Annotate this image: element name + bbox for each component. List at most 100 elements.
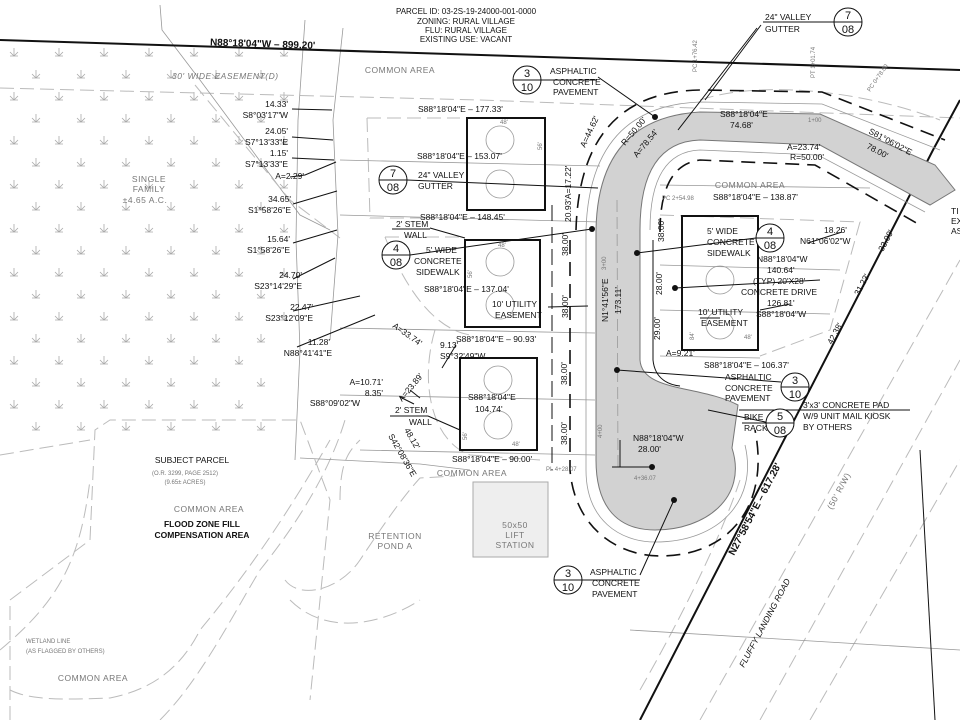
drawing-label: S88°18'04"E – 148.45' xyxy=(420,212,505,222)
drawing-label: SIDEWALK xyxy=(416,267,460,277)
drawing-label: 10 xyxy=(521,82,533,94)
wetland-symbol xyxy=(31,70,41,79)
wetland-symbol xyxy=(166,70,176,79)
wetland-symbol xyxy=(31,290,41,299)
drawing-line xyxy=(366,117,465,219)
leader-dots xyxy=(589,114,678,503)
drawing-line xyxy=(9,439,331,700)
drawing-line: 310 xyxy=(553,565,640,595)
drawing-label: 104.74' xyxy=(475,404,503,414)
drawing-label: WALL xyxy=(409,417,432,427)
drawing-label: BIKE xyxy=(744,412,764,422)
wetland-symbol xyxy=(211,70,221,79)
mail-kiosk-note: 3'x3' CONCRETE PAD xyxy=(803,400,889,410)
drawing-label: A=44.62' xyxy=(578,114,601,149)
drawing-label: CONCRETE xyxy=(707,237,755,247)
wetland-symbol xyxy=(279,224,289,233)
wetland-symbol xyxy=(31,114,41,123)
drawing-label: PAVEMENT xyxy=(725,393,771,403)
drawing-line xyxy=(671,497,677,503)
wetland-symbol xyxy=(279,312,289,321)
wetland-symbol xyxy=(9,312,19,321)
drawing-label: 18.26' xyxy=(824,225,847,235)
wetland-symbol xyxy=(211,334,221,343)
drawing-label: GUTTER xyxy=(765,24,800,34)
wetland-symbol xyxy=(31,202,41,211)
lot-1 xyxy=(466,117,546,211)
stem-wall-note: 2' STEM xyxy=(396,219,428,229)
flu: FLU: RURAL VILLAGE xyxy=(425,26,507,35)
wetland-symbol xyxy=(76,158,86,167)
drawing-label: S23°14'29"E xyxy=(254,281,302,291)
wetland-symbol xyxy=(121,114,131,123)
wetland-symbol xyxy=(121,378,131,387)
drawing-label: 28.00' xyxy=(654,272,664,295)
drawing-label: 56' xyxy=(463,432,469,440)
drawing-label: 15.64' xyxy=(267,234,290,244)
drawing-label: 08 xyxy=(842,24,854,36)
drawing-label: EASEMENT xyxy=(701,318,748,328)
wetland-symbol xyxy=(121,158,131,167)
drawing-label: 08 xyxy=(390,257,402,269)
drawing-label: ±4.65 A.C. xyxy=(123,195,168,205)
drawing-label: EASEMENT xyxy=(495,310,542,320)
drawing-label: 5' WIDE xyxy=(707,226,738,236)
drawing-label: 10 xyxy=(789,389,801,401)
wetland-symbol xyxy=(189,136,199,145)
drawing-line xyxy=(294,19,306,461)
north-boundary-bearing: N88°18'04"W – 899.20' xyxy=(210,37,316,51)
drawing-line xyxy=(597,24,762,131)
drawing-label: 48' xyxy=(744,335,752,341)
drawing-label: AS xyxy=(951,226,960,236)
wetland-symbol xyxy=(99,48,109,57)
drawing-label: 28.00' xyxy=(638,444,661,454)
wetland-symbol xyxy=(144,180,154,189)
drawing-label: 7 xyxy=(845,10,851,22)
drawing-line xyxy=(485,125,515,155)
wetland-symbol xyxy=(256,422,266,431)
wetland-symbol xyxy=(211,158,221,167)
drawing-line: 38.00' 38.00' 38.00' 38.00' 38.00' 28.00… xyxy=(559,219,666,445)
wetland-symbol xyxy=(166,202,176,211)
wetland-symbol xyxy=(76,334,86,343)
drawing-line xyxy=(659,159,921,233)
wetland-symbol xyxy=(144,224,154,233)
wetland-symbol xyxy=(211,202,221,211)
drawing-label: A=33.74' xyxy=(391,320,425,348)
drawing-label: A=9.21' xyxy=(666,348,695,358)
lots xyxy=(459,117,759,451)
drawing-line xyxy=(483,410,513,440)
wetland-symbol xyxy=(166,290,176,299)
drawing-line xyxy=(585,101,941,231)
drawing-label: S88°18'04"E – 106.37' xyxy=(704,360,789,370)
wetland-symbol xyxy=(234,224,244,233)
drawing-line xyxy=(427,227,466,431)
drawing-label: 173.11' xyxy=(613,287,623,314)
drawing-label: S88°18'04"E – 90.93' xyxy=(456,334,536,344)
drawing-label: S88°18'04"E – 137.04' xyxy=(424,284,509,294)
drawing-label: 3 xyxy=(792,375,798,387)
drawing-label: 7 xyxy=(390,168,396,180)
drawing-label: EX xyxy=(951,216,960,226)
drawing-line xyxy=(485,290,515,320)
drawing-label: S23°12'09"E xyxy=(265,313,313,323)
wetland-symbol xyxy=(9,400,19,409)
drawing-label: 24.05' xyxy=(265,126,288,136)
wetland-symbol xyxy=(121,422,131,431)
drawing-label: S88°18'04"E – 177.33' xyxy=(418,104,503,114)
drawing-label: S9°32'49"W xyxy=(440,351,485,361)
wetland-symbol xyxy=(144,356,154,365)
drawing-label: 56' xyxy=(468,270,474,278)
wetland-symbol xyxy=(234,400,244,409)
drawing-label: 3 xyxy=(524,68,530,80)
wetland-symbol xyxy=(279,136,289,145)
drawing-label: CONCRETE xyxy=(725,383,773,393)
wetland-symbol xyxy=(166,334,176,343)
wetland-symbol xyxy=(256,290,266,299)
drawing-label: ASPHALTIC xyxy=(550,66,597,76)
drawing-line xyxy=(329,27,344,341)
lift-station-label: 50x50 xyxy=(502,520,528,530)
drawing-label: S7°13'33"E xyxy=(245,159,288,169)
drawing-label: SIDEWALK xyxy=(707,248,751,258)
